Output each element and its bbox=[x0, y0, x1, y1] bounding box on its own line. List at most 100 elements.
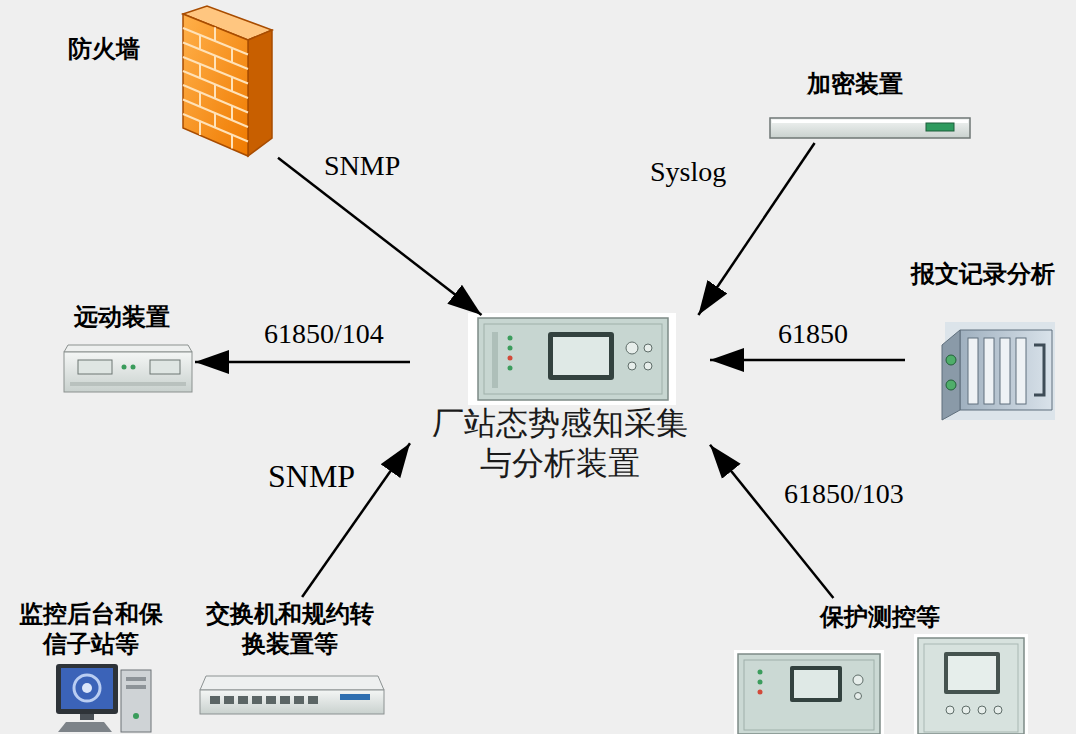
device-node: 监控后台和保 信子站等 bbox=[5, 597, 177, 732]
device-label: 远动装置 bbox=[74, 302, 170, 332]
protocol-label: SNMP bbox=[266, 458, 357, 495]
firewall-icon bbox=[248, 30, 272, 156]
computer-icon bbox=[56, 664, 118, 714]
protection-device-icon bbox=[758, 670, 763, 675]
encryption-device-icon bbox=[770, 118, 970, 138]
switch-icon bbox=[224, 696, 234, 704]
device-label: 加密装置 bbox=[807, 69, 903, 99]
connector-group bbox=[195, 143, 905, 598]
device-label: 报文记录分析 bbox=[911, 259, 1055, 289]
central-device-icon bbox=[508, 356, 513, 361]
central-device-icon bbox=[553, 337, 609, 375]
switch-icon bbox=[200, 676, 384, 714]
switch-icon bbox=[210, 696, 220, 704]
protection-device-icon bbox=[978, 706, 986, 714]
protection-device-icon bbox=[738, 654, 880, 734]
central-device-icon bbox=[508, 366, 513, 371]
recorder-server-icon bbox=[984, 338, 994, 404]
protection-device-icon bbox=[946, 706, 954, 714]
switch-icon bbox=[294, 696, 304, 704]
computer-icon bbox=[121, 670, 151, 732]
central-device-icon bbox=[626, 342, 638, 354]
central-device-icon bbox=[468, 313, 676, 405]
device-node: 保护测控等 bbox=[732, 598, 1030, 732]
device-node: 报文记录分析 bbox=[905, 255, 1070, 425]
computer-icon bbox=[74, 675, 100, 701]
recorder-server-icon bbox=[1016, 338, 1026, 404]
protection-device-icon bbox=[944, 652, 1000, 694]
device-label: 交换机和规约转 换装置等 bbox=[202, 599, 377, 659]
central-device-icon bbox=[478, 318, 668, 400]
recorder-server-icon bbox=[960, 330, 1052, 410]
device-node: 远动装置 bbox=[60, 300, 195, 395]
central-device-icon bbox=[644, 344, 652, 352]
recorder-server-icon bbox=[946, 355, 956, 365]
recorder-server-icon bbox=[945, 322, 1055, 420]
central-device-icon bbox=[492, 332, 498, 388]
telecontrol-device-icon bbox=[64, 345, 192, 352]
protection-device-icon bbox=[962, 706, 970, 714]
central-device-icon bbox=[508, 336, 513, 341]
protocol-label: Syslog bbox=[648, 156, 728, 188]
protection-device-icon bbox=[734, 650, 884, 734]
protocol-label: 61850 bbox=[776, 318, 850, 350]
protection-device-icon bbox=[790, 666, 842, 702]
central-device-icon bbox=[644, 362, 652, 370]
firewall-icon bbox=[183, 6, 272, 156]
protection-device-icon bbox=[734, 634, 1028, 734]
telecontrol-device-icon bbox=[64, 345, 192, 392]
central-device-icon bbox=[468, 313, 676, 405]
protection-device-icon bbox=[994, 706, 1002, 714]
protection-device-icon bbox=[744, 660, 874, 730]
firewall-icon bbox=[200, 27, 232, 148]
switch-icon bbox=[200, 690, 384, 714]
connector-arrow bbox=[710, 359, 905, 362]
encryption-device-icon bbox=[770, 118, 970, 138]
recorder-server-icon bbox=[942, 330, 960, 420]
protection-device-icon bbox=[758, 680, 763, 685]
protocol-label: SNMP bbox=[322, 150, 402, 182]
device-node: 交换机和规约转 换装置等 bbox=[192, 597, 387, 719]
switch-icon bbox=[308, 696, 318, 704]
computer-icon bbox=[56, 664, 151, 732]
recorder-server-icon bbox=[968, 338, 978, 404]
computer-icon bbox=[80, 714, 94, 720]
device-label: 保护测控等 bbox=[820, 602, 940, 632]
encryption-device-icon bbox=[926, 123, 954, 131]
protocol-label: 61850/104 bbox=[262, 318, 386, 350]
protection-device-icon bbox=[948, 656, 996, 690]
computer-icon bbox=[58, 722, 112, 732]
computer-icon bbox=[82, 683, 92, 693]
switch-icon bbox=[200, 676, 384, 690]
computer-icon bbox=[126, 677, 146, 681]
telecontrol-device-icon bbox=[122, 365, 127, 370]
central-device-icon bbox=[628, 362, 636, 370]
switch-icon bbox=[252, 696, 262, 704]
switch-icon bbox=[280, 696, 290, 704]
device-node: 防火墙 bbox=[60, 8, 278, 160]
computer-icon bbox=[126, 685, 146, 689]
telecontrol-device-icon bbox=[64, 352, 192, 392]
protection-device-icon bbox=[853, 675, 863, 685]
switch-icon bbox=[238, 696, 248, 704]
protection-device-icon bbox=[758, 690, 763, 695]
recorder-server-icon bbox=[946, 380, 956, 390]
connector-arrow bbox=[195, 361, 410, 364]
protection-device-icon bbox=[855, 693, 862, 700]
computer-icon bbox=[61, 668, 113, 709]
protection-device-icon bbox=[914, 634, 1028, 734]
connector-arrow bbox=[710, 445, 833, 598]
protocol-label: 61850/103 bbox=[782, 478, 906, 510]
switch-icon bbox=[266, 696, 276, 704]
telecontrol-device-icon bbox=[78, 360, 112, 374]
central-device-icon bbox=[484, 324, 662, 394]
central-device-icon bbox=[548, 332, 614, 380]
recorder-server-icon bbox=[1000, 338, 1010, 404]
device-label: 防火墙 bbox=[68, 34, 140, 64]
telecontrol-device-icon bbox=[70, 382, 186, 386]
telecontrol-device-icon bbox=[131, 365, 136, 370]
computer-icon bbox=[133, 713, 139, 719]
device-node: 厂站态势感知采集 与分析装置 bbox=[410, 315, 710, 490]
switch-icon bbox=[340, 694, 370, 700]
